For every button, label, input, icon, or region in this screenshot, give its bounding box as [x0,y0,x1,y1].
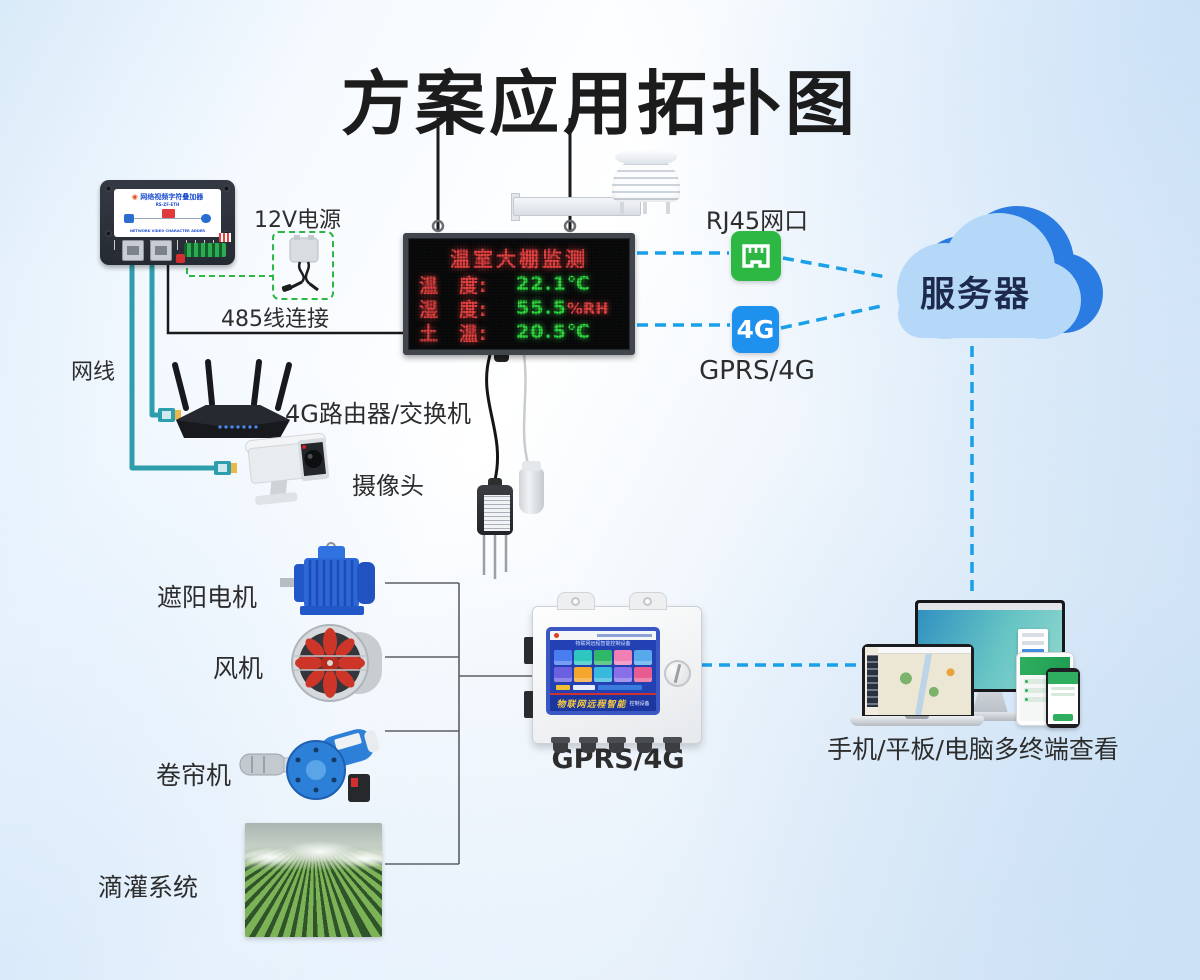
rj45-socket [150,240,172,261]
device-model: RS-ZF-ETH [155,202,180,207]
control-box: 物联网远程智能控制设备 物联网远程智能 控制设备 [524,592,702,753]
laptop-icon [862,644,974,718]
screen-banner: 物联网远程智能 控制设备 [550,693,656,711]
sensor-leg [620,202,624,214]
probe-sensor-icon [519,461,544,514]
cable-gland [579,737,598,753]
server-cloud-icon [897,206,1103,339]
actuator-bus [385,582,532,865]
video-overlay-device: ◉ 网络视频字符叠加器 RS-ZF-ETH NETWORK VIDEO CHAR… [100,180,235,265]
monitor-base [950,712,1030,721]
power-adapter-box [272,231,334,300]
side-connector [524,691,533,718]
label-roller-motor: 卷帘机 [156,761,232,790]
cable-gland [635,737,654,753]
control-screen-tiles [550,649,656,682]
device-logo: ◉ [131,193,141,201]
device-label-panel: ◉ 网络视频字符叠加器 RS-ZF-ETH NETWORK VIDEO CHAR… [114,189,221,237]
sensor-leg [666,202,670,214]
device-subtitle: NETWORK VIDEO CHARACTER ADDER [129,229,206,233]
label-irrigation: 滴灌系统 [98,873,199,902]
power-adapter-icon [281,235,319,292]
label-12v-power: 12V电源 [254,208,342,233]
screen-title: 物联网远程智能控制设备 [575,641,631,647]
rj45-socket [122,240,144,261]
label-shade-motor: 遮阳电机 [157,583,258,612]
terminal-block [184,243,226,257]
link-rj45-cloud [782,256,887,279]
mounting-ear [557,592,595,610]
mounting-ear [629,592,667,610]
cable-gland [663,737,682,753]
cable-gland [607,737,626,753]
cable-to-router [149,262,160,418]
soil-sensor-icon [477,485,513,535]
label-fan: 风机 [213,654,264,683]
monitor-stand [972,690,1008,714]
cable-gland [551,737,570,753]
led-display: 温室大棚监测 温 度: 22.1 ℃ 湿 度: 55.5 %RH 土 温: 20… [403,233,635,355]
link-4g-cloud [780,303,887,330]
router-icon [172,359,292,438]
sensor-bracket-arm [513,197,641,216]
phone-icon [1046,668,1080,728]
label-router: 4G路由器/交换机 [285,400,471,428]
label-terminals: 手机/平板/电脑多终端查看 [827,735,1119,764]
screen-logo-strip [550,631,656,640]
sensor-leg [643,202,647,214]
label-camera: 摄像头 [352,472,424,500]
label-network-cable: 网线 [71,360,116,385]
led-cable-gland [494,352,509,362]
cctv-camera-icon [245,432,330,506]
weather-sensor-icon [612,158,680,202]
led-header: 温室大棚监测 [450,247,588,271]
irrigation-field-photo [245,823,382,937]
side-connector [524,637,533,664]
device-stripe-mark [219,233,231,242]
label-gprs4g-top: GPRS/4G [699,356,815,386]
rs485-line [166,262,403,335]
led-row-temperature: 温 度: 22.1 ℃ [419,273,590,297]
cloud-glyph-icon [201,214,211,223]
led-row-soil-temp: 土 温: 20.5 ℃ [419,321,590,345]
soil-sensor-cable [485,354,500,481]
camera-glyph-icon [124,214,134,223]
laptop-base [850,716,984,726]
ethernet-plug-icon [214,461,237,475]
probe-cable [522,354,530,465]
weather-sensor-cap [615,150,677,164]
power-switch [176,254,185,263]
rj45-port-icon [731,231,781,281]
ethernet-plug-icon [158,408,181,422]
label-rs485: 485线连接 [221,307,329,332]
cable-to-camera [129,262,216,471]
map-screen [878,654,971,715]
shade-motor-icon [280,542,375,615]
chip-glyph-icon [162,209,175,218]
4g-badge-icon: 4G [732,306,779,353]
server-label: 服务器 [919,275,1031,315]
page-title: 方案应用拓扑图 [341,63,859,145]
label-rj45-port: RJ45网口 [705,207,809,235]
roller-motor-icon [239,729,380,802]
fan-icon [291,624,382,702]
lock-knob [664,660,691,687]
device-name: 网络视频字符叠加器 [140,193,204,201]
control-screen: 物联网远程智能控制设备 物联网远程智能 控制设备 [546,627,660,715]
hanging-ring [431,219,445,233]
soil-prongs [482,534,508,579]
hanging-ring [563,219,577,233]
soil-sensor-top [488,478,502,488]
led-row-humidity: 湿 度: 55.5 %RH [419,297,609,321]
screen-buttons [550,682,656,690]
